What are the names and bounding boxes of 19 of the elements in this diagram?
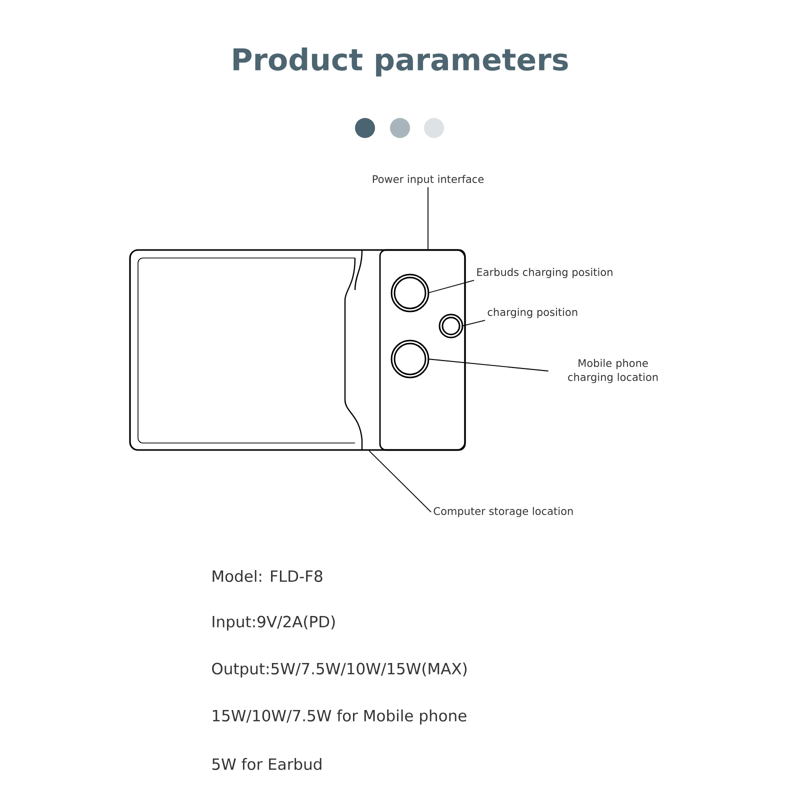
spec-line: Input:9V/2A(PD)	[212, 616, 335, 630]
leader-line	[461, 320, 486, 326]
spec-line: 5W for Earbud	[212, 758, 322, 770]
leader-line	[427, 280, 474, 294]
charging-coil	[390, 340, 430, 378]
charging-coil	[390, 274, 430, 312]
callout-label: Mobile phone charging location	[568, 358, 658, 384]
charging-coil	[438, 314, 464, 338]
spec-line: 15W/10W/7.5W for Mobile phone	[212, 710, 466, 725]
spec-line: Output:5W/7.5W/10W/15W(MAX)	[212, 662, 467, 678]
title: Product parameters	[234, 48, 568, 77]
spec-line: Model: FLD-F8	[212, 570, 322, 582]
callout-label: Computer storage location	[434, 506, 573, 518]
charger-drawing	[129, 249, 466, 451]
callout-label: Earbuds charging position	[477, 268, 612, 278]
callout-label: charging position	[488, 308, 578, 318]
callout-label: Power input interface	[372, 174, 484, 186]
leader-line	[427, 358, 549, 372]
leader-line	[368, 450, 432, 512]
